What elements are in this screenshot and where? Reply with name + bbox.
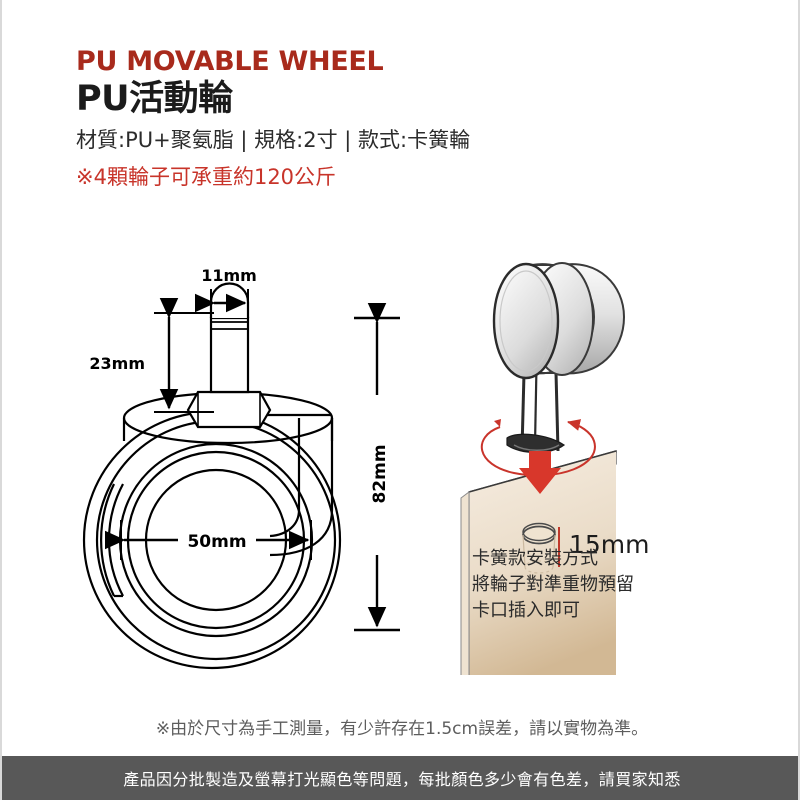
left-technical-drawing xyxy=(82,282,342,670)
install-caption-line-1: 卡簧款安裝方式 xyxy=(472,548,598,569)
insertion-arrow xyxy=(519,451,561,494)
load-capacity-note: ※4顆輪子可承重約120公斤 xyxy=(76,164,337,189)
mounting-hole xyxy=(522,522,556,574)
dimension-label-50mm: 50mm xyxy=(187,532,246,552)
hex-nut xyxy=(186,390,272,429)
diagram-area: 11mm 23mm 50mm xyxy=(2,255,798,675)
installation-caption: 卡簧款安裝方式 將輪子對準重物預留 卡口插入即可 xyxy=(472,546,634,624)
install-caption-line-2: 將輪子對準重物預留 xyxy=(472,574,634,596)
title-chinese: PU活動輪 xyxy=(76,79,233,119)
footer-bar: 產品因分批製造及螢幕打光顯色等問題，每批顏色多少會有色差，請買家知悉 xyxy=(2,756,798,800)
dimension-15mm: 15mm xyxy=(558,527,650,567)
right-installation-drawing: 15mm xyxy=(460,262,650,675)
stem-pin xyxy=(209,282,250,394)
diagrams-svg: 11mm 23mm 50mm xyxy=(82,262,650,675)
spec-line: 材質:PU+聚氨脂 | 規格:2寸 | 款式:卡簧輪 xyxy=(76,127,471,152)
board-front-face xyxy=(469,451,616,675)
wheel-front-disc xyxy=(492,262,560,380)
dimension-label-11mm: 11mm xyxy=(201,266,257,285)
title-english: PU MOVABLE WHEEL xyxy=(76,46,384,77)
dimension-label-82mm: 82mm xyxy=(370,444,390,503)
dimension-label-15mm: 15mm xyxy=(569,530,650,559)
rotation-arrow xyxy=(480,419,596,477)
measurement-disclaimer: ※由於尺寸為手工測量，有少許存在1.5cm誤差，請以實物為準。 xyxy=(155,719,649,739)
dimension-82mm: 82mm xyxy=(354,302,400,632)
install-caption-line-3: 卡口插入即可 xyxy=(472,600,580,622)
clip-spring xyxy=(506,433,566,454)
dimension-50mm: 50mm xyxy=(104,520,312,560)
dimension-label-23mm: 23mm xyxy=(89,354,145,373)
footer-text: 產品因分批製造及螢幕打光顯色等問題，每批顏色多少會有色差，請買家知悉 xyxy=(123,770,681,789)
board-left-edge xyxy=(460,491,470,675)
dimension-23mm: 23mm xyxy=(89,297,214,413)
header-block: PU MOVABLE WHEEL PU活動輪 材質:PU+聚氨脂 | 規格:2寸… xyxy=(76,48,776,190)
